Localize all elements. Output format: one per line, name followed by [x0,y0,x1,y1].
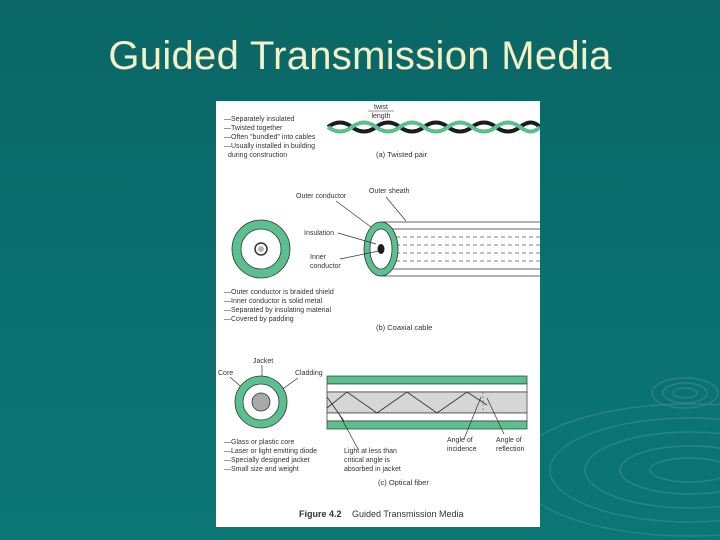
twisted-pair-note-5: during construction [228,152,287,159]
coax-inner-conductor-label-2: conductor [310,263,341,270]
twisted-pair-caption: (a) Twisted pair [376,150,428,159]
twisted-pair-section: —Separately insulated —Twisted together … [224,104,540,159]
fiber-note-3: —Specially designed jacket [224,457,310,464]
fiber-angle-reflection-1: Angle of [496,437,522,444]
fiber-core-label: Core [218,370,233,377]
slide-title: Guided Transmission Media [108,34,612,78]
twisted-pair-note-2: —Twisted together [224,125,283,132]
twisted-pair-note-1: —Separately insulated [224,116,295,123]
fiber-note-1: —Glass or plastic core [224,439,295,446]
fiber-note-4: —Small size and weight [224,466,299,473]
fiber-side-view [326,375,528,430]
coax-inner-conductor-label-1: Inner [310,254,327,261]
coax-caption: (b) Coaxial cable [376,323,432,332]
fiber-light-note-2: critical angle is [344,457,390,464]
fiber-angle-reflection-2: reflection [496,446,525,453]
coaxial-section: Outer conductor Outer sheath Insulation … [224,188,540,332]
fiber-cladding-label: Cladding [295,370,323,377]
coax-note-2: —Inner conductor is solid metal [224,298,322,305]
coax-outer-sheath-label: Outer sheath [369,188,410,195]
fiber-note-2: —Laser or light emitting diode [224,448,317,455]
coax-outer-conductor-label: Outer conductor [296,193,347,200]
coax-note-1: —Outer conductor is braided shield [224,289,334,296]
fiber-light-note-3: absorbed in jacket [344,466,401,473]
twist-length-label-bottom: length [371,113,390,120]
coax-note-4: —Covered by padding [224,316,294,323]
twisted-pair-note-4: —Usually installed in building [224,143,315,150]
fiber-light-note-1: Light at less than [344,448,397,455]
figure-caption-title: Guided Transmission Media [352,509,464,519]
fiber-caption: (c) Optical fiber [378,478,429,487]
coax-insulation-label: Insulation [304,230,334,237]
figure-caption-label: Figure 4.2 [299,509,342,519]
twist-length-label-top: twist [374,104,388,111]
fiber-angle-incidence-2: incidence [447,446,477,453]
guided-media-figure: —Separately insulated —Twisted together … [216,101,540,527]
twisted-pair-wires [326,120,540,134]
coax-cross-section [231,219,291,279]
twisted-pair-note-3: —Often "bundled" into cables [224,134,316,141]
coax-note-3: —Separated by insulating material [224,307,331,314]
coax-cable-side [363,221,540,277]
optical-fiber-section: Jacket Core Cladding —Glass or plastic c… [218,358,528,487]
fiber-angle-incidence-1: Angle of [447,437,473,444]
fiber-jacket-label: Jacket [253,358,273,365]
fiber-cross-section [234,375,288,429]
